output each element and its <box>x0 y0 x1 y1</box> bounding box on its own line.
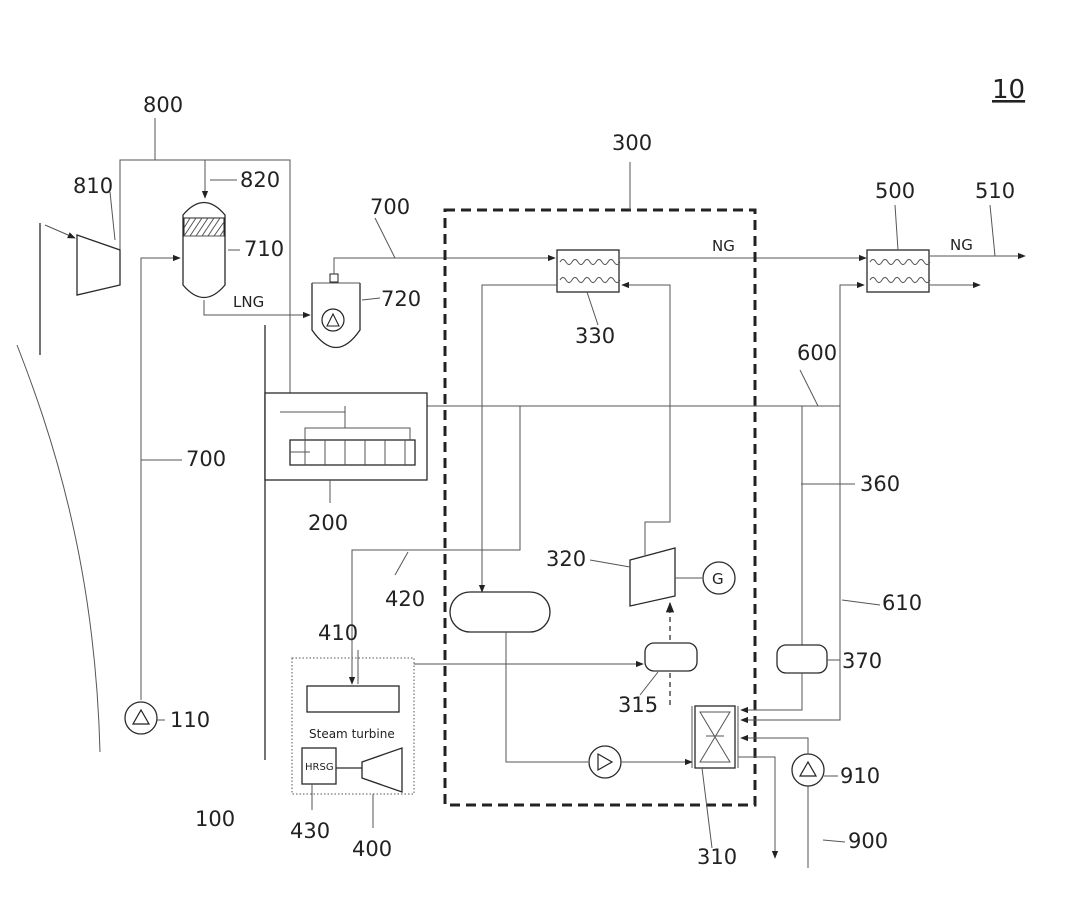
evaporator-310 <box>692 706 738 768</box>
label-315: 315 <box>618 693 658 717</box>
stream-lng: LNG <box>233 293 264 311</box>
label-400: 400 <box>352 837 392 861</box>
label-330: 330 <box>575 324 615 348</box>
label-430: 430 <box>290 819 330 843</box>
generator-label: G <box>712 570 724 588</box>
label-320: 320 <box>546 547 586 571</box>
label-510: 510 <box>975 179 1015 203</box>
label-720: 720 <box>381 287 421 311</box>
heat-exchanger-330 <box>557 250 620 292</box>
label-200: 200 <box>308 511 348 535</box>
label-420: 420 <box>385 587 425 611</box>
label-910: 910 <box>840 764 880 788</box>
label-500: 500 <box>875 179 915 203</box>
turbine-320 <box>630 548 675 606</box>
figure-number: 10 <box>992 75 1025 105</box>
label-300: 300 <box>612 131 652 155</box>
label-310: 310 <box>697 845 737 869</box>
label-810: 810 <box>73 174 113 198</box>
unit-410 <box>307 686 399 712</box>
label-610: 610 <box>882 591 922 615</box>
heat-exchanger-500 <box>867 250 930 292</box>
storage-vessel-710 <box>183 203 225 298</box>
label-710: 710 <box>244 237 284 261</box>
steam-turbine-label: Steam turbine <box>309 727 395 741</box>
label-410: 410 <box>318 621 358 645</box>
vessel-315 <box>645 643 697 671</box>
label-700-lower: 700 <box>186 447 226 471</box>
pump-tank-720 <box>312 274 360 348</box>
stream-ng-2: NG <box>950 236 973 254</box>
pipe-700-lower <box>141 258 180 700</box>
label-600: 600 <box>797 341 837 365</box>
label-360: 360 <box>860 472 900 496</box>
label-100: 100 <box>195 807 235 831</box>
turbine-to-330-line <box>622 285 670 555</box>
receiver-tank <box>450 592 550 632</box>
receiver-to-pump-line <box>506 632 588 762</box>
vessel-370 <box>777 645 827 673</box>
label-110: 110 <box>170 708 210 732</box>
stream-ng-1: NG <box>712 237 735 255</box>
label-800: 800 <box>143 93 183 117</box>
engine-block-200 <box>265 393 427 480</box>
compressor-810 <box>77 235 120 295</box>
hrsg-label: HRSG <box>305 762 334 773</box>
label-820: 820 <box>240 168 280 192</box>
steam-turbine <box>362 748 402 792</box>
label-900: 900 <box>848 829 888 853</box>
label-370: 370 <box>842 649 882 673</box>
label-700-upper: 700 <box>370 195 410 219</box>
